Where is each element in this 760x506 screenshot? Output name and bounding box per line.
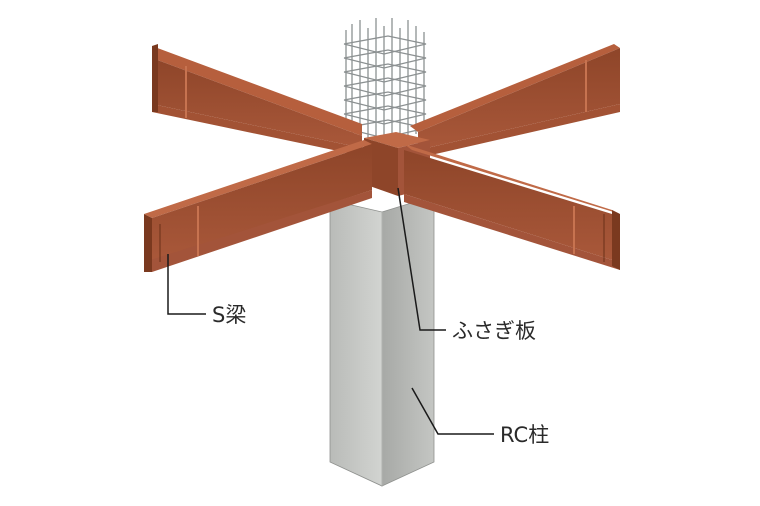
label-rc-column: RC柱 (500, 423, 549, 447)
rc-column (329, 195, 435, 487)
steel-beam-upper-left (152, 44, 362, 156)
steel-beam-upper-right (410, 44, 620, 158)
label-cover-plate: ふさぎ板 (452, 319, 536, 343)
rebar-cage (343, 18, 427, 144)
leader-line-cover-plate (397, 187, 446, 331)
leader-line-s-beam (167, 254, 206, 315)
steel-beam-lower-right (404, 144, 620, 270)
leader-line-rc-column (411, 387, 494, 435)
steel-beam-lower-left (144, 140, 372, 272)
label-s-beam: S梁 (212, 303, 246, 327)
